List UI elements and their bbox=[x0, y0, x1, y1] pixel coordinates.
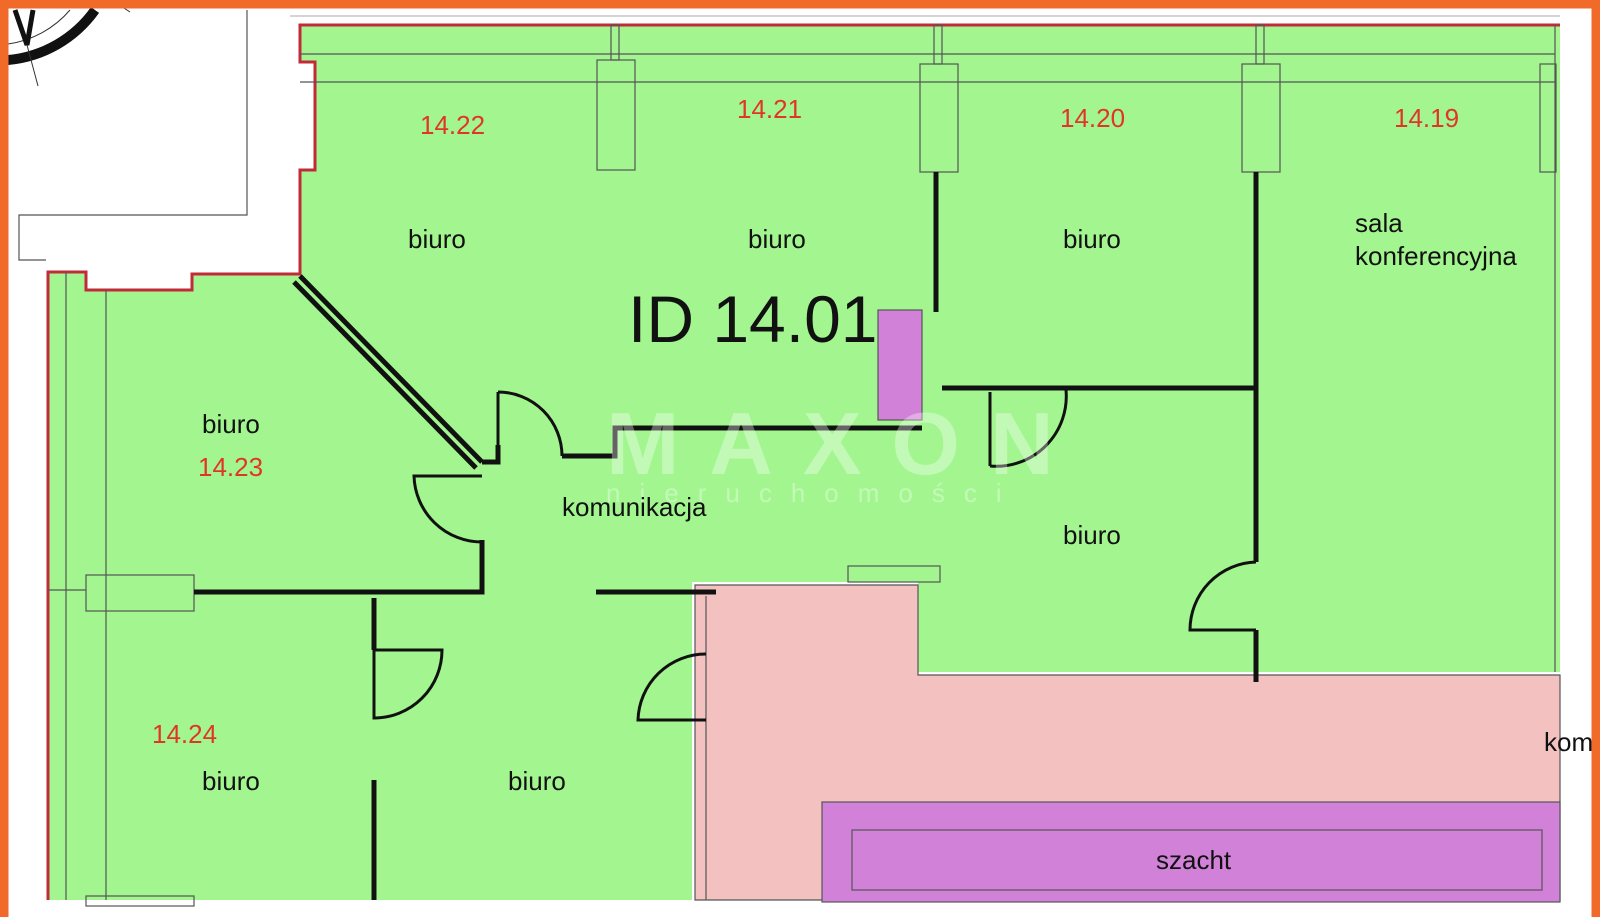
room-label: biuro bbox=[202, 409, 260, 439]
room-label: szacht bbox=[1156, 845, 1232, 875]
neighbour-outline bbox=[18, 10, 248, 261]
room-label: biuro bbox=[1063, 224, 1121, 254]
room-label: biuro bbox=[1063, 520, 1121, 550]
room-label: biuro bbox=[508, 766, 566, 796]
room-label: biuro bbox=[202, 766, 260, 796]
room-label: biuro bbox=[748, 224, 806, 254]
room-number: 14.19 bbox=[1394, 103, 1459, 133]
room-label: kom bbox=[1544, 727, 1593, 757]
watermark-logo: MAXON bbox=[606, 394, 1084, 493]
room-number: 14.24 bbox=[152, 719, 217, 749]
room-label: biuro bbox=[408, 224, 466, 254]
riser bbox=[877, 309, 923, 421]
watermark-subtitle: nieruchomości bbox=[606, 478, 1021, 508]
unit-outline bbox=[46, 23, 1560, 900]
doors bbox=[372, 389, 1257, 722]
room-number: 14.21 bbox=[737, 94, 802, 124]
office-area bbox=[48, 25, 1560, 900]
room-number: 14.20 bbox=[1060, 103, 1125, 133]
room-label: komunikacja bbox=[562, 492, 707, 522]
room-number: 14.23 bbox=[198, 452, 263, 482]
room-label: sala bbox=[1355, 208, 1403, 238]
unit-id: ID 14.01 bbox=[628, 282, 878, 356]
room-number: 14.22 bbox=[420, 110, 485, 140]
room-label: konferencyjna bbox=[1355, 241, 1517, 271]
compass-icon bbox=[7, 3, 131, 87]
shaft bbox=[821, 801, 1561, 903]
walls bbox=[194, 172, 1259, 900]
facade-lines bbox=[48, 24, 1557, 907]
